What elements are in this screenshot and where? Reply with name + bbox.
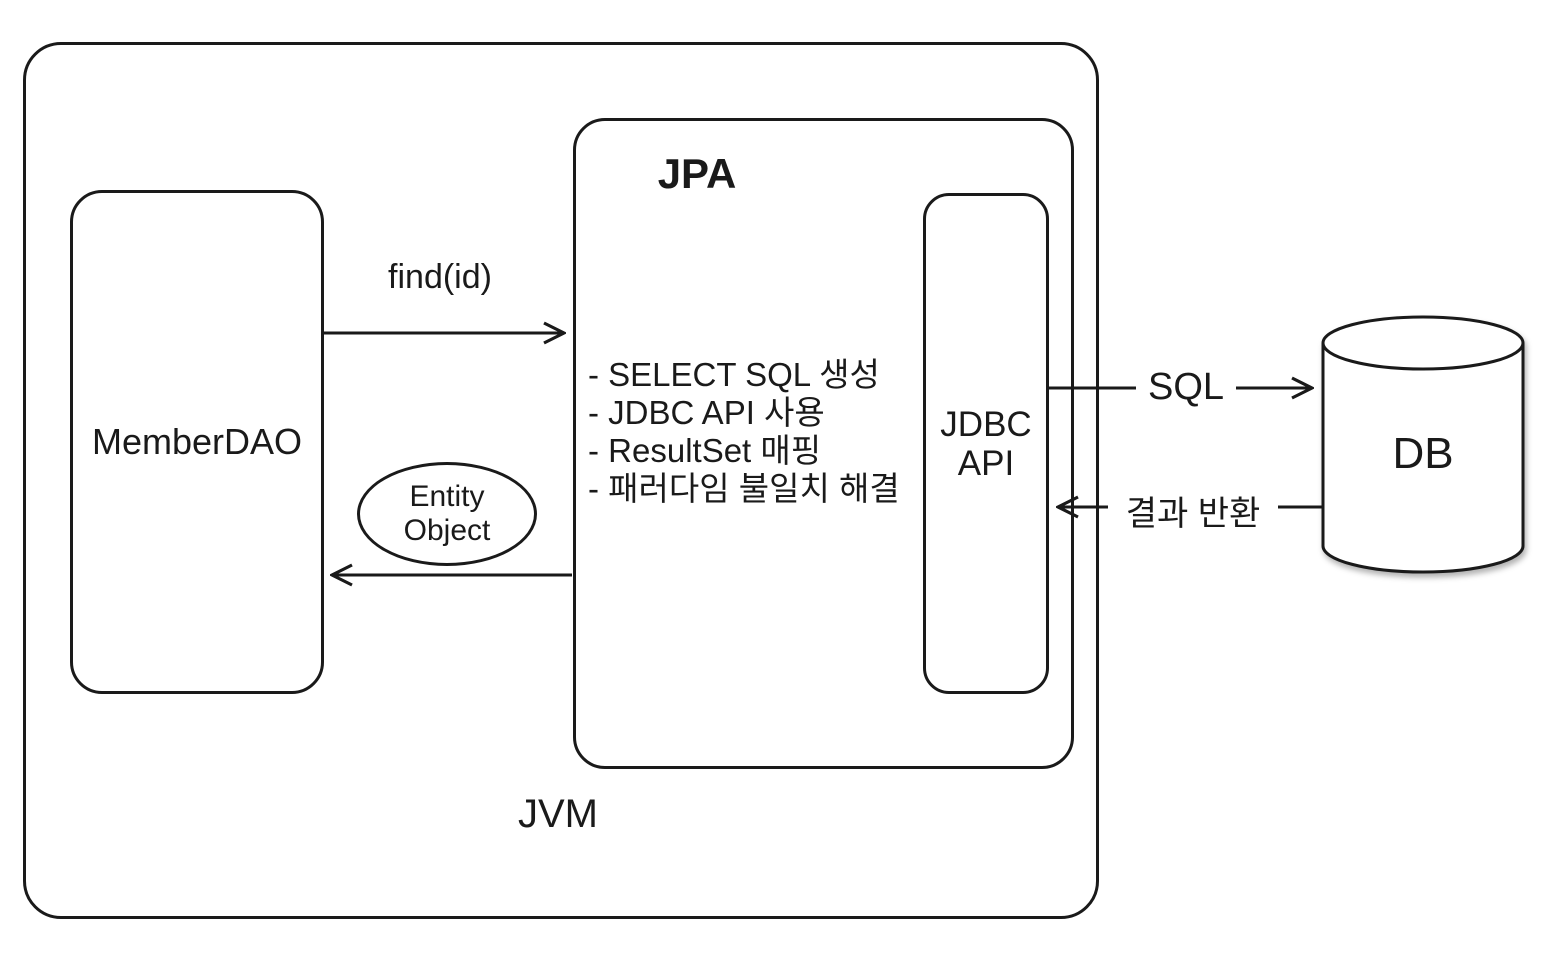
jpa-feature-item-jdbc-use: - JDBC API 사용 (588, 394, 825, 431)
db-cylinder (1321, 315, 1525, 574)
sql-arrow-label: SQL (1136, 366, 1236, 409)
entity-object-label-line2: Object (403, 514, 491, 547)
jvm-label: JVM (518, 792, 598, 836)
memberdao-box: MemberDAO (70, 190, 324, 694)
memberdao-label: MemberDAO (91, 421, 303, 462)
jpa-feature-item-resultset: - ResultSet 매핑 (588, 432, 822, 469)
jdbc-api-box: JDBC API (923, 193, 1049, 694)
jpa-feature-item-sql-gen: - SELECT SQL 생성 (588, 356, 880, 393)
db-label: DB (1392, 429, 1454, 478)
jpa-feature-list: - SELECT SQL 생성 - JDBC API 사용 - ResultSe… (588, 356, 900, 508)
jpa-feature-item-paradigm: - 패러다임 불일치 해결 (588, 470, 900, 507)
jpa-title: JPA (657, 150, 737, 197)
find-arrow-label: find(id) (388, 258, 492, 296)
jdbc-api-label-line1: JDBC (940, 404, 1032, 444)
entity-object-label-line1: Entity (409, 480, 485, 513)
jdbc-api-label-line2: API (957, 443, 1015, 483)
result-arrow-label: 결과 반환 (1108, 486, 1278, 535)
entity-object-ellipse: Entity Object (357, 462, 537, 566)
